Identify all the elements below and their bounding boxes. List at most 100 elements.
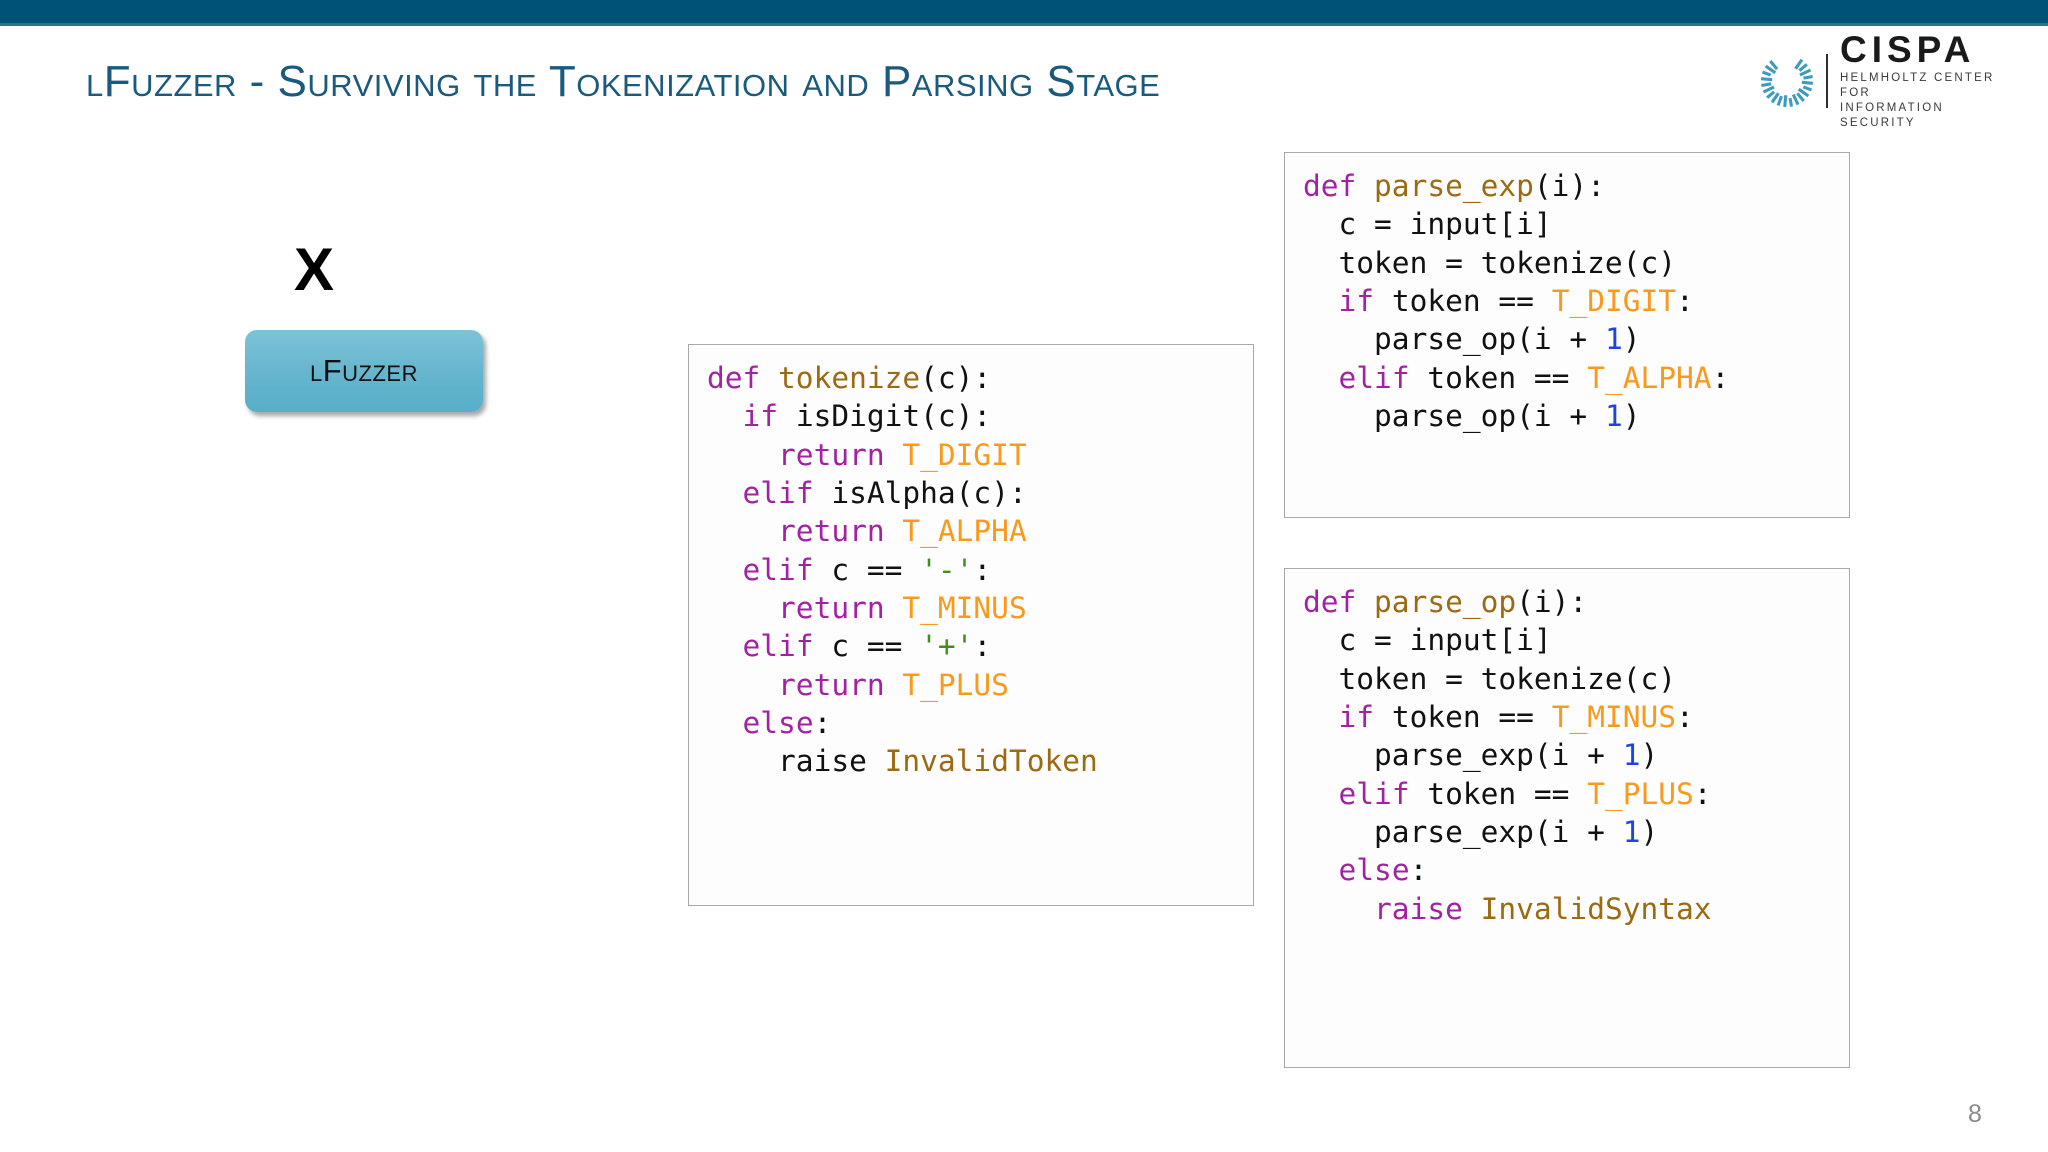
code-token-str: '+' [920,629,974,664]
code-token-plain [707,706,743,740]
code-token-kw: return [778,437,903,472]
code-line: token = tokenize(c) [1303,244,1831,282]
code-line: parse_exp(i + 1) [1303,736,1831,774]
code-line: elif c == '-': [707,551,1235,589]
code-token-plain [707,744,778,778]
code-token-kw: def [707,361,779,395]
code-token-plain [1303,892,1374,926]
code-token-kw: elif [1338,360,1428,395]
code-token-plain: (c): [920,361,992,395]
code-token-kw: def [1303,585,1375,619]
code-line: c = input[i] [1303,621,1831,659]
code-token-plain [707,629,743,663]
code-token-plain: : [973,629,992,664]
code-line: return T_MINUS [707,589,1235,627]
code-line: raise InvalidSyntax [1303,890,1831,928]
code-token-kw: raise [1374,891,1481,926]
code-token-plain [707,514,778,548]
code-token-kw: if [1338,700,1392,735]
code-token-plain: : [973,552,992,587]
code-token-plain: isDigit(c): [795,399,992,434]
code-token-plain [1303,361,1339,395]
code-token-plain: parse_exp(i + [1303,738,1623,773]
code-token-plain: : [1676,700,1694,735]
code-line: def parse_op(i): [1303,583,1831,621]
code-token-plain: token == [1427,776,1588,811]
code-token-kw: else [742,706,814,741]
logo-subtitle: HELMHOLTZ CENTER FOR INFORMATION SECURIT… [1840,71,2006,132]
code-token-plain: : [1693,776,1712,811]
code-token-fn: parse_exp [1374,169,1534,203]
code-line: elif token == T_PLUS: [1303,775,1831,813]
code-token-plain: c = input[i] [1303,207,1552,242]
code-token-plain [707,438,778,472]
code-token-const: T_PLUS [1587,776,1694,811]
top-accent-bar [0,0,2048,23]
code-line: if isDigit(c): [707,397,1235,435]
code-token-num: 1 [1622,815,1641,850]
lfuzzer-node-label: lFuzzer [310,353,418,388]
code-token-plain: token = tokenize(c) [1303,661,1676,696]
code-token-const: T_ALPHA [1587,360,1712,395]
code-token-plain: (i): [1516,585,1588,619]
code-token-const: T_DIGIT [902,437,1027,472]
code-token-plain [1303,777,1339,811]
code-line: if token == T_MINUS: [1303,698,1831,736]
code-token-plain [707,553,743,587]
code-token-plain: ) [1622,399,1641,434]
code-token-fn: InvalidToken [884,744,1098,779]
code-token-plain: parse_op(i + [1303,399,1605,434]
code-token-plain [1303,700,1339,734]
code-token-plain: token == [1427,360,1588,395]
code-token-fn: tokenize [778,361,921,395]
logo-subtitle-line-1: HELMHOLTZ CENTER FOR [1840,71,1995,99]
code-line: elif token == T_ALPHA: [1303,359,1831,397]
code-token-plain: ) [1640,815,1659,850]
code-token-kw: def [1303,169,1375,203]
code-token-fn: InvalidSyntax [1480,891,1712,926]
code-token-num: 1 [1604,399,1623,434]
code-token-plain [707,668,778,702]
code-token-plain: isAlpha(c): [831,476,1027,511]
code-token-const: T_DIGIT [1551,284,1677,319]
code-token-plain: ) [1622,322,1641,357]
code-line: c = input[i] [1303,205,1831,243]
x-mark: X [294,236,335,303]
logo-divider [1826,54,1828,108]
code-token-plain: : [813,706,832,741]
page-title: lFuzzer - Surviving the Tokenization and… [86,57,1161,106]
logo-subtitle-line-2: INFORMATION SECURITY [1840,102,1944,130]
code-block-tokenize: def tokenize(c): if isDigit(c): return T… [688,344,1254,906]
code-token-plain: c == [831,552,921,587]
code-token-kw: elif [1338,776,1428,811]
code-token-kw: elif [742,552,832,587]
code-line: parse_exp(i + 1) [1303,813,1831,851]
code-block-parse-op: def parse_op(i): c = input[i] token = to… [1284,568,1850,1068]
code-token-num: 1 [1604,322,1623,357]
lfuzzer-node[interactable]: lFuzzer [245,330,483,412]
code-token-kw: if [1338,284,1392,319]
code-token-kw: elif [742,476,832,511]
code-token-kw: return [778,514,903,549]
code-line: elif c == '+': [707,627,1235,665]
logo-wordmark: CISPA [1840,28,1976,70]
code-token-plain [1303,853,1339,887]
code-line: else: [707,704,1235,742]
code-token-plain: c == [831,629,921,664]
code-line: return T_PLUS [707,666,1235,704]
code-token-plain: parse_op(i + [1303,322,1605,357]
code-token-const: T_MINUS [902,591,1027,626]
code-line: parse_op(i + 1) [1303,397,1831,435]
code-line: def parse_exp(i): [1303,167,1831,205]
code-line: else: [1303,851,1831,889]
code-line: def tokenize(c): [707,359,1235,397]
code-token-const: T_PLUS [902,667,1009,702]
code-token-plain: token = tokenize(c) [1303,245,1676,280]
code-token-plain: c = input[i] [1303,623,1552,658]
code-token-plain [707,591,778,625]
cispa-logo: CISPA HELMHOLTZ CENTER FOR INFORMATION S… [1756,31,2006,129]
code-token-kw: if [742,399,796,434]
code-token-plain: : [1409,853,1428,888]
code-token-plain: parse_exp(i + [1303,815,1623,850]
code-token-const: T_MINUS [1551,700,1677,735]
